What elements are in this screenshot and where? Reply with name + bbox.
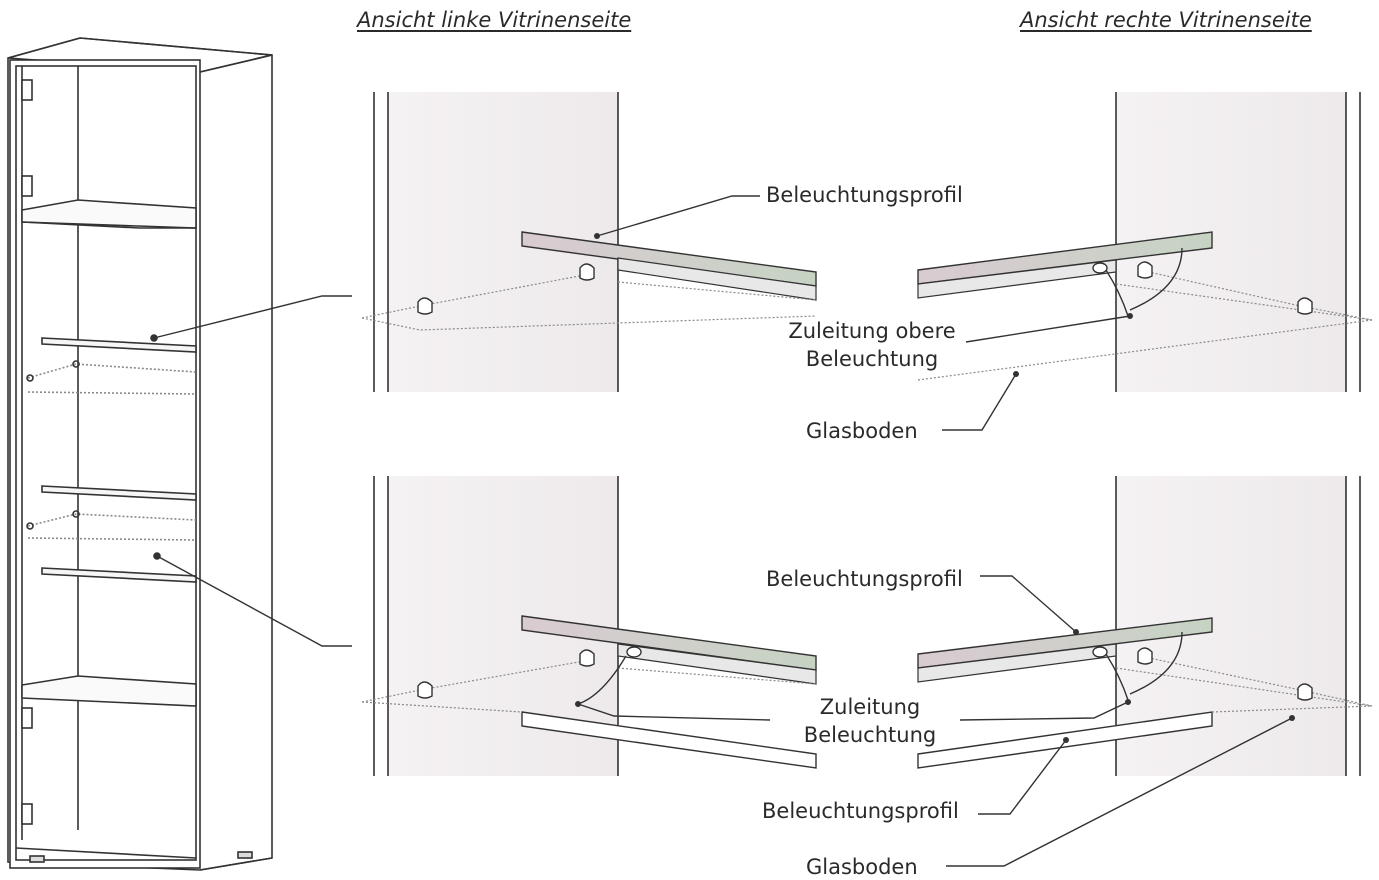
label-supply-top-line1: Zuleitung obere — [788, 319, 956, 343]
cabinet-drawing — [7, 37, 273, 871]
heading-left-view: Ansicht linke Vitrinenseite — [357, 8, 632, 32]
bottom-right-detail — [917, 476, 1373, 776]
label-profile-bottom-lower: Beleuchtungsprofil — [762, 799, 959, 823]
top-leader-lines — [596, 195, 1131, 431]
label-profile-bottom-upper: Beleuchtungsprofil — [766, 567, 963, 591]
label-glass-top: Glasboden — [806, 419, 918, 443]
label-supply-bottom-line1: Zuleitung — [819, 695, 921, 719]
bottom-leader-lines — [577, 575, 1293, 867]
label-supply-top-line2: Beleuchtung — [805, 347, 939, 371]
cabinet-leader-lines — [153, 295, 352, 647]
profile-bottom-left-lower — [521, 711, 817, 769]
heading-right-view: Ansicht rechte Vitrinenseite — [1020, 8, 1312, 32]
profile-bottom-right-upper — [917, 617, 1213, 669]
top-right-detail — [917, 92, 1373, 392]
label-profile-top: Beleuchtungsprofil — [766, 183, 963, 207]
label-supply-bottom-line2: Beleuchtung — [803, 723, 937, 747]
profile-top-right — [917, 231, 1213, 285]
bottom-left-detail — [361, 476, 817, 776]
top-left-detail — [361, 92, 817, 392]
label-glass-bottom: Glasboden — [806, 855, 918, 879]
